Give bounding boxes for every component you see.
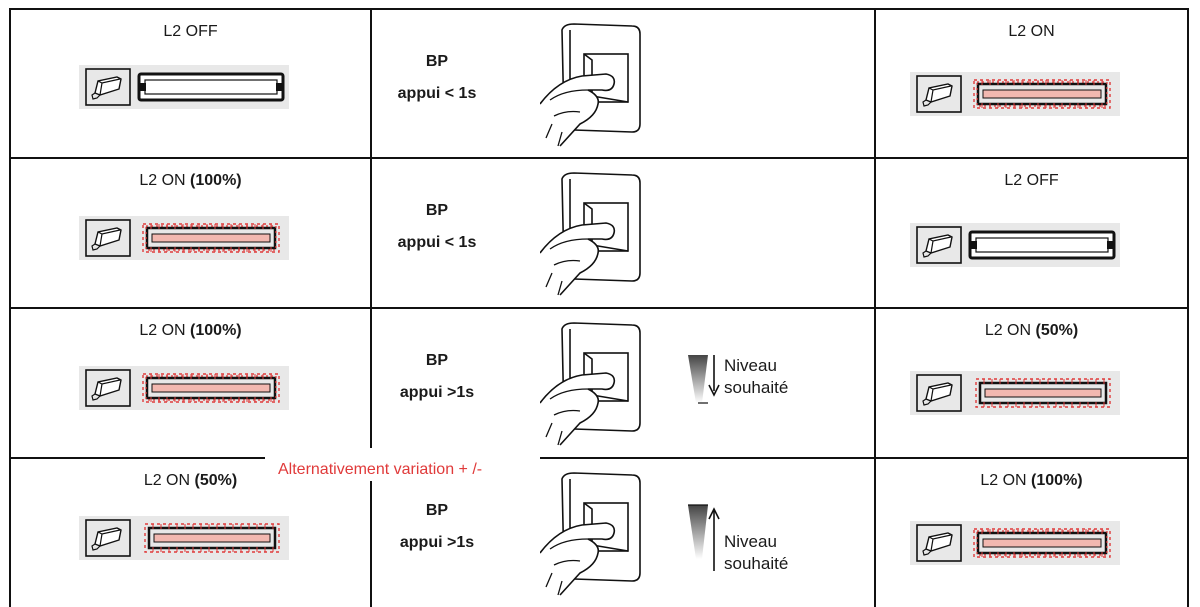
- ballast-icon: [85, 519, 131, 557]
- push-button-hand-icon: [539, 322, 641, 446]
- resulting-state-label: L2 OFF: [876, 171, 1187, 191]
- ballast-icon: [85, 219, 131, 257]
- table-border-right: [1187, 8, 1189, 607]
- dim-up-arrow-icon: [688, 504, 720, 571]
- dimming-level-text: (100%): [1031, 472, 1083, 489]
- resulting-state-label: L2 ON (100%): [876, 471, 1187, 491]
- fluorescent-tube-icon: [137, 72, 285, 102]
- ballast-icon: [916, 524, 962, 562]
- initial-state-label: L2 ON (50%): [11, 471, 370, 491]
- dimming-level-text: (50%): [194, 472, 238, 489]
- dimming-level-text: (100%): [190, 322, 242, 339]
- row-divider: [9, 307, 1189, 309]
- dim-down-arrow-icon: [688, 355, 720, 404]
- lamp-state-text: L2 ON: [984, 322, 1036, 339]
- fluorescent-tube-icon: [968, 230, 1116, 260]
- ballast-icon: [85, 369, 131, 407]
- ballast-icon: [916, 226, 962, 264]
- dimming-level-text: (50%): [1035, 322, 1079, 339]
- row-divider: [540, 457, 1189, 459]
- col-divider: [370, 8, 372, 448]
- row-divider: [9, 157, 1189, 159]
- lamp-panel: [910, 371, 1120, 415]
- initial-state-cell: L2 ON (100%): [11, 309, 370, 456]
- initial-state-label: L2 ON (100%): [11, 321, 370, 341]
- ballast-icon: [916, 374, 962, 412]
- button-label: BP: [425, 502, 449, 519]
- desired-level-label: Niveau souhaité: [724, 532, 789, 573]
- initial-state-label: L2 ON (100%): [11, 171, 370, 191]
- ballast-icon: [85, 68, 131, 106]
- action-cell: BP appui >1s Niveau souhaité: [372, 309, 874, 456]
- fluorescent-tube-icon: [142, 223, 280, 253]
- resulting-state-label: L2 ON (50%): [876, 321, 1187, 341]
- lamp-panel: [910, 521, 1120, 565]
- button-label: BP: [425, 53, 449, 70]
- resulting-state-cell: L2 ON: [876, 10, 1187, 157]
- button-label: BP: [425, 202, 449, 219]
- fluorescent-tube-icon: [142, 373, 280, 403]
- variation-annotation: Alternativement variation + /-: [270, 459, 491, 481]
- lamp-state-text: L2 ON: [139, 172, 191, 189]
- press-duration-label: appui < 1s: [397, 85, 477, 102]
- lamp-panel: [79, 516, 289, 560]
- button-label: BP: [425, 352, 449, 369]
- lamp-state-text: L2 OFF: [1004, 172, 1059, 189]
- resulting-state-cell: L2 OFF: [876, 159, 1187, 306]
- lamp-state-text: L2 ON: [980, 472, 1032, 489]
- press-duration-label: appui >1s: [399, 384, 475, 401]
- push-button-action: BP appui >1s: [372, 501, 502, 553]
- push-button-hand-icon: [539, 23, 641, 147]
- col-divider: [874, 8, 876, 607]
- desired-level-label: Niveau souhaité: [724, 356, 789, 397]
- table-border-left: [9, 8, 11, 607]
- ballast-icon: [916, 75, 962, 113]
- press-duration-label: appui >1s: [399, 534, 475, 551]
- action-cell: BP appui >1s Niveau souhaité: [372, 459, 874, 606]
- push-button-hand-icon: [539, 472, 641, 596]
- push-button-action: BP appui >1s: [372, 351, 502, 403]
- fluorescent-tube-icon: [144, 523, 280, 553]
- initial-state-label: L2 OFF: [11, 22, 370, 42]
- resulting-state-label: L2 ON: [876, 22, 1187, 42]
- table-border-top: [9, 8, 1189, 10]
- action-cell: BP appui < 1s: [372, 159, 874, 306]
- initial-state-cell: L2 ON (50%): [11, 459, 370, 606]
- lamp-state-text: L2 ON: [1008, 23, 1055, 40]
- resulting-state-cell: L2 ON (100%): [876, 459, 1187, 606]
- fluorescent-tube-icon: [973, 79, 1111, 109]
- lamp-panel: [79, 366, 289, 410]
- lamp-panel: [910, 223, 1120, 267]
- lamp-state-text: L2 OFF: [163, 23, 218, 40]
- initial-state-cell: L2 OFF: [11, 10, 370, 157]
- push-button-action: BP appui < 1s: [372, 201, 502, 253]
- initial-state-cell: L2 ON (100%): [11, 159, 370, 306]
- lamp-panel: [79, 65, 289, 109]
- fluorescent-tube-icon: [973, 528, 1111, 558]
- dimming-level-text: (100%): [190, 172, 242, 189]
- push-button-hand-icon: [539, 172, 641, 296]
- lamp-state-text: L2 ON: [139, 322, 191, 339]
- action-cell: BP appui < 1s: [372, 10, 874, 157]
- lamp-state-text: L2 ON: [143, 472, 195, 489]
- row-divider: [9, 457, 265, 459]
- press-duration-label: appui < 1s: [397, 234, 477, 251]
- lamp-panel: [910, 72, 1120, 116]
- resulting-state-cell: L2 ON (50%): [876, 309, 1187, 456]
- push-button-action: BP appui < 1s: [372, 52, 502, 104]
- fluorescent-tube-icon: [975, 378, 1111, 408]
- col-divider: [370, 474, 372, 607]
- lamp-panel: [79, 216, 289, 260]
